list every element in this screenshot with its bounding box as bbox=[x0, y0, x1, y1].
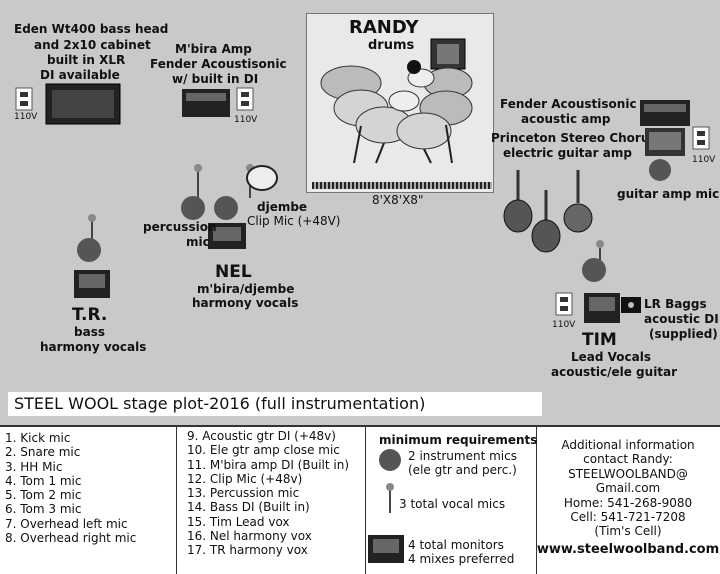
instrument-mics-1: 2 instrument mics bbox=[408, 449, 517, 463]
guitar-amps-icon bbox=[640, 100, 690, 156]
mic-list-1: 1. Kick mic 2. Snare mic 3. HH Mic 4. To… bbox=[0, 427, 177, 574]
outlet-icon bbox=[692, 126, 710, 150]
eden-label-3: built in XLR bbox=[47, 53, 126, 67]
instrument-mic-icon bbox=[379, 449, 401, 471]
list-item: 5. Tom 2 mic bbox=[5, 488, 82, 503]
tr-vocal-mic-and-monitor-icon bbox=[74, 214, 110, 298]
riser-size: 8'X8'X8" bbox=[372, 193, 424, 207]
requirements-heading: minimum requirements bbox=[379, 433, 538, 447]
eden-label-4: DI available bbox=[40, 68, 120, 82]
guitars-icon bbox=[503, 170, 593, 253]
list-item: 15. Tim Lead vox bbox=[187, 514, 290, 529]
list-item: 12. Clip Mic (+48v) bbox=[187, 471, 303, 486]
lr-baggs-label-2: acoustic DI bbox=[644, 312, 719, 326]
outlet-icon bbox=[236, 87, 254, 111]
outlet-voltage: 110V bbox=[552, 320, 576, 330]
list-item: 17. TR harmony vox bbox=[187, 543, 308, 558]
princeton-label-2: electric guitar amp bbox=[503, 146, 632, 160]
list-item: 8. Overhead right mic bbox=[5, 531, 137, 546]
tim-name: TIM bbox=[582, 330, 617, 350]
contact-line: contact Randy: bbox=[583, 452, 673, 467]
instrument-mics-2: (ele gtr and perc.) bbox=[408, 463, 517, 477]
mic-list-2: 9. Acoustic gtr DI (+48v) 10. Ele gtr am… bbox=[177, 427, 366, 574]
riser-edge bbox=[312, 182, 492, 189]
mbira-label-2: Fender Acoustisonic bbox=[150, 57, 287, 71]
drummer-name: RANDY bbox=[349, 17, 419, 38]
contact-email-domain[interactable]: Gmail.com bbox=[595, 481, 661, 496]
tim-role-1: Lead Vocals bbox=[571, 350, 651, 364]
contact-email[interactable]: STEELWOOLBAND@ bbox=[568, 466, 688, 481]
monitors-1: 4 total monitors bbox=[408, 538, 504, 552]
list-item: 11. M'bira amp DI (Built in) bbox=[187, 457, 349, 472]
contact-line: (Tim's Cell) bbox=[594, 524, 662, 539]
drummer-role: drums bbox=[368, 38, 415, 53]
list-item: 9. Acoustic gtr DI (+48v) bbox=[187, 429, 336, 443]
tim-role-2: acoustic/ele guitar bbox=[551, 365, 678, 379]
outlet-voltage: 110V bbox=[14, 112, 38, 122]
mbira-amp-icon bbox=[182, 89, 230, 117]
monitor-icon bbox=[368, 535, 404, 563]
nel-name: NEL bbox=[215, 262, 252, 282]
nel-role-1: m'bira/djembe bbox=[197, 282, 295, 296]
tim-mic-and-monitor-icon bbox=[582, 240, 620, 323]
lr-baggs-label-3: (supplied) bbox=[649, 327, 718, 341]
requirements-panel: minimum requirements 2 instrument mics (… bbox=[366, 427, 537, 574]
list-item: 14. Bass DI (Built in) bbox=[187, 500, 310, 515]
lr-baggs-label-1: LR Baggs bbox=[644, 297, 707, 311]
vocal-mics: 3 total vocal mics bbox=[399, 497, 506, 511]
outlet-voltage: 110V bbox=[234, 115, 258, 125]
contact-home-phone: Home: 541-268-9080 bbox=[563, 495, 693, 510]
plot-title: STEEL WOOL stage plot-2016 (full instrum… bbox=[8, 392, 542, 416]
list-item: 7. Overhead left mic bbox=[5, 516, 128, 531]
list-item: 13. Percussion mic bbox=[187, 486, 300, 501]
eden-label-1: Eden Wt400 bass head bbox=[14, 22, 169, 36]
contact-line: Additional information bbox=[561, 438, 695, 452]
percussion-mics-icon bbox=[181, 164, 278, 249]
guitar-amp-mic-label: guitar amp mic bbox=[617, 187, 720, 201]
list-item: 2. Snare mic bbox=[5, 445, 81, 460]
tr-name: T.R. bbox=[72, 305, 108, 325]
mbira-label-3: w/ built in DI bbox=[172, 72, 259, 86]
vocal-mic-icon bbox=[386, 483, 394, 513]
monitors-2: 4 mixes preferred bbox=[408, 552, 515, 566]
mbira-label-1: M'bira Amp bbox=[175, 42, 252, 56]
princeton-label-1: Princeton Stereo Chorus bbox=[491, 131, 657, 145]
eden-label-2: and 2x10 cabinet bbox=[34, 38, 151, 52]
contact-panel: Additional information contact Randy: ST… bbox=[536, 427, 720, 574]
list-item: 6. Tom 3 mic bbox=[5, 502, 82, 517]
list-item: 16. Nel harmony vox bbox=[187, 529, 312, 544]
clip-mic-label: Clip Mic (+48V) bbox=[247, 214, 341, 228]
bottom-panel: 1. Kick mic 2. Snare mic 3. HH Mic 4. To… bbox=[0, 425, 720, 574]
guitar-amp-mic-icon bbox=[649, 159, 671, 181]
outlet-voltage: 110V bbox=[692, 155, 716, 165]
drum-kit-icon bbox=[320, 38, 473, 164]
bass-amp-icon bbox=[45, 83, 121, 125]
list-item: 3. HH Mic bbox=[5, 459, 63, 474]
percussion-mic-label-2: mic bbox=[186, 235, 210, 249]
tr-role-1: bass bbox=[74, 325, 105, 339]
fender-amp-label-2: acoustic amp bbox=[521, 112, 611, 126]
outlet-icon bbox=[555, 292, 573, 316]
tr-role-2: harmony vocals bbox=[40, 340, 147, 354]
website-link[interactable]: www.steelwoolband.com bbox=[536, 541, 720, 557]
fender-amp-label-1: Fender Acoustisonic bbox=[500, 97, 637, 111]
lr-baggs-di-icon bbox=[621, 297, 641, 313]
outlet-icon bbox=[15, 87, 33, 111]
nel-role-2: harmony vocals bbox=[192, 296, 299, 310]
list-item: 10. Ele gtr amp close mic bbox=[187, 443, 340, 458]
list-item: 4. Tom 1 mic bbox=[5, 473, 82, 488]
list-item: 1. Kick mic bbox=[5, 431, 71, 445]
contact-cell-phone: Cell: 541-721-7208 bbox=[570, 510, 686, 525]
djembe-label: djembe bbox=[257, 200, 308, 214]
percussion-mic-label-1: percussion bbox=[143, 220, 217, 234]
